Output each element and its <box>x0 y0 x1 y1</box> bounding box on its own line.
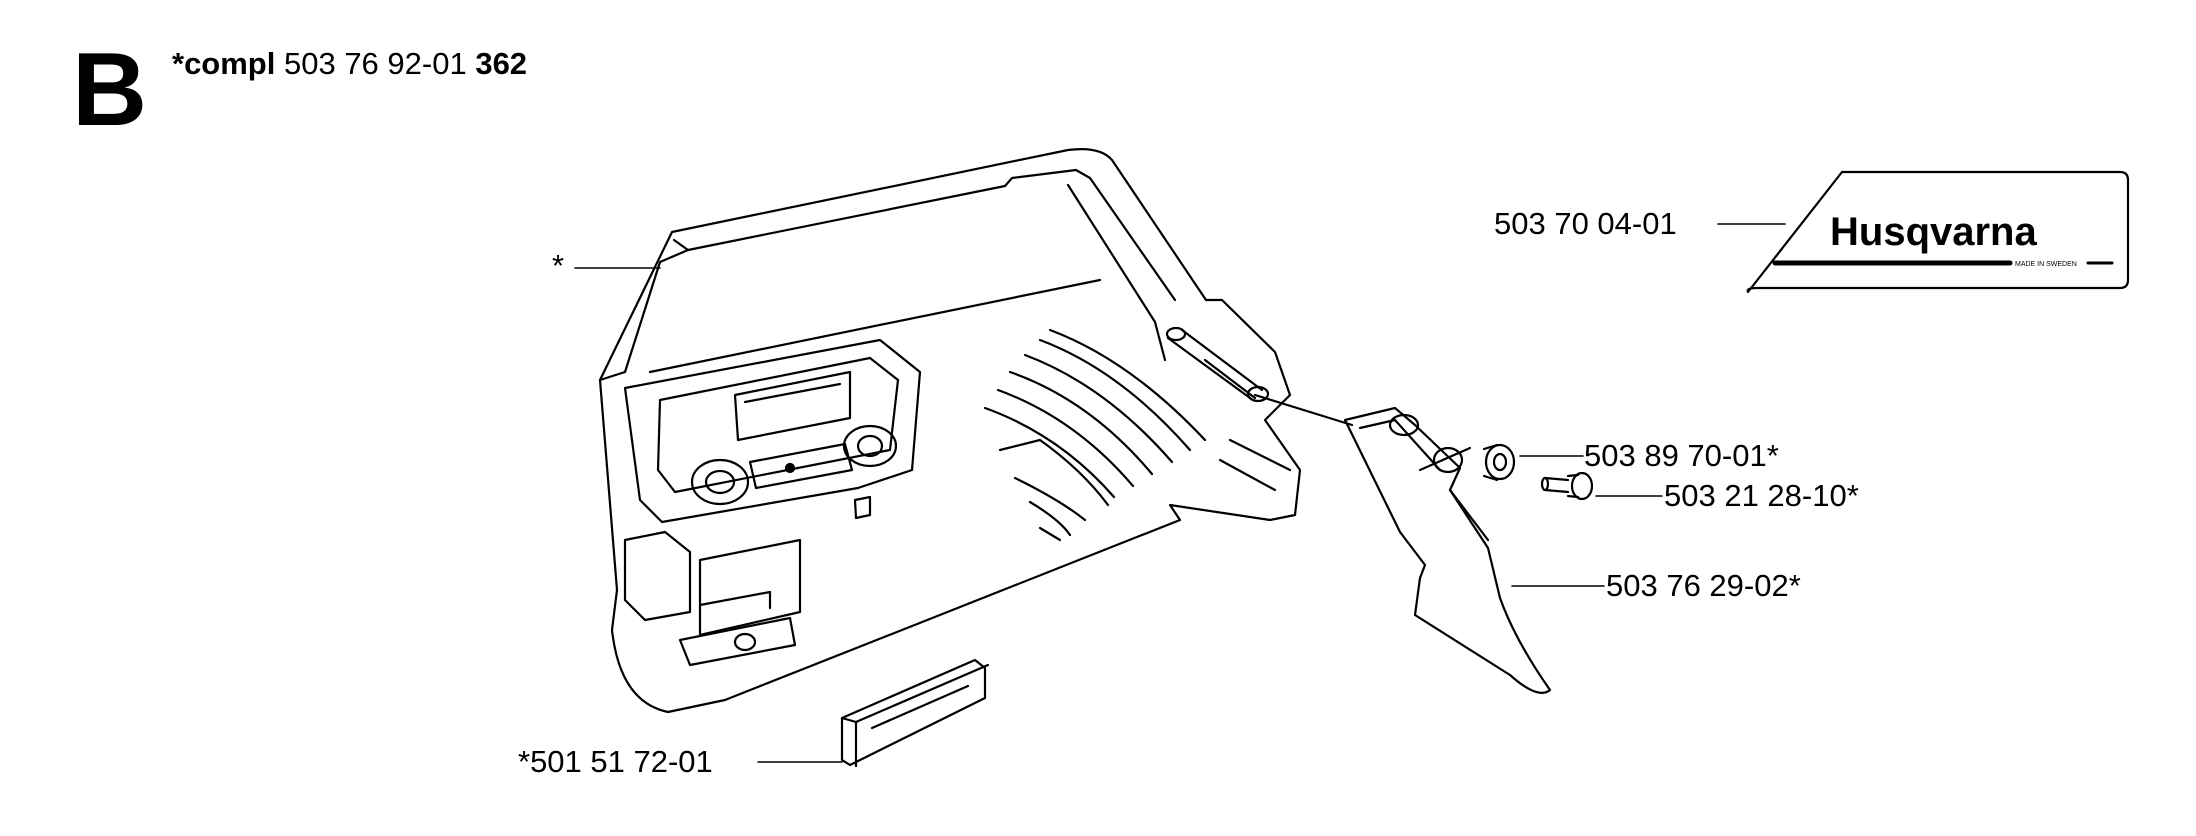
compl-prefix: *compl <box>172 46 276 81</box>
chain-cover-part[interactable] <box>598 148 1354 714</box>
callout-screw: 503 21 28-10* <box>1664 478 1859 513</box>
husqvarna-decal[interactable]: Husqvarna MADE IN SWEDEN <box>1746 170 2130 294</box>
section-letter: B <box>72 32 148 148</box>
cap-part[interactable] <box>840 658 990 768</box>
spacer-part[interactable] <box>1482 443 1516 482</box>
callout-guard-plate: 503 76 29-02* <box>1606 568 1801 603</box>
leader-lines <box>574 223 1786 763</box>
compl-part-number: 503 76 92-01 <box>283 46 467 81</box>
callout-cap: *501 51 72-01 <box>518 744 713 779</box>
guard-plate-part[interactable] <box>1343 406 1552 694</box>
husqvarna-tagline: MADE IN SWEDEN <box>2015 261 2077 268</box>
screw-part[interactable] <box>1540 471 1594 501</box>
callout-decal: 503 70 04-01 <box>1494 206 1677 241</box>
page-number: 362 <box>475 46 528 81</box>
husqvarna-brand-text: Husqvarna <box>1830 210 2037 254</box>
callout-cover: * <box>552 248 565 283</box>
callout-spacer: 503 89 70-01* <box>1584 438 1779 473</box>
assembly-header: *compl 503 76 92-01 362 <box>172 46 527 82</box>
